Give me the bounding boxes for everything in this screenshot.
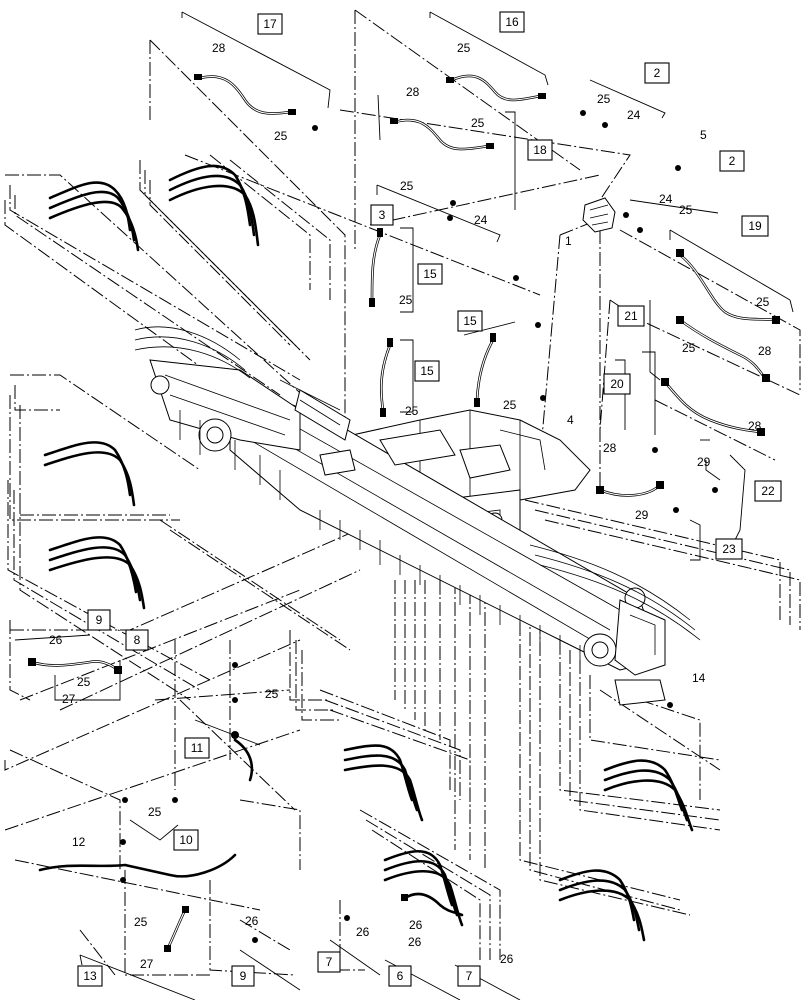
callouts: 28 25 25 28 25 24 25 25 24 5 1 24 25 25 … [49, 41, 772, 971]
svg-text:15: 15 [463, 314, 477, 328]
part-box: 10 [173, 829, 199, 851]
part-box: 18 [527, 139, 553, 161]
part-boxes: 17 16 2 18 3 15 15 15 2 19 21 20 22 23 9… [77, 11, 782, 987]
callout: 24 [474, 213, 488, 227]
callout: 27 [62, 692, 76, 706]
svg-text:3: 3 [379, 208, 386, 222]
svg-text:19: 19 [748, 219, 762, 233]
callout: 25 [457, 41, 471, 55]
svg-text:17: 17 [263, 17, 277, 31]
part-box: 9 [231, 965, 255, 987]
callout: 28 [603, 441, 617, 455]
callout: 26 [500, 952, 514, 966]
part-box: 11 [184, 737, 210, 759]
svg-text:2: 2 [654, 66, 661, 80]
part-box: 17 [257, 13, 283, 35]
leader-lines [14, 11, 794, 1000]
callout: 25 [148, 805, 162, 819]
part-box: 15 [457, 310, 483, 332]
callout: 28 [406, 85, 420, 99]
toolbar-frame [134, 326, 701, 706]
callout: 14 [692, 671, 706, 685]
callout: 25 [134, 915, 148, 929]
callout: 29 [697, 455, 711, 469]
svg-text:10: 10 [179, 833, 193, 847]
callout: 25 [756, 295, 770, 309]
part-box: 20 [603, 373, 631, 395]
part-box: 19 [741, 215, 769, 237]
callout: 28 [212, 41, 226, 55]
part-box: 7 [457, 965, 481, 987]
part-box: 3 [370, 204, 394, 226]
callout: 26 [408, 935, 422, 949]
part-box: 23 [715, 538, 743, 560]
callout: 5 [700, 128, 707, 142]
callout: 25 [597, 92, 611, 106]
callout: 26 [245, 914, 259, 928]
part-box: 21 [617, 305, 645, 327]
fittings [28, 74, 780, 952]
callout: 26 [409, 918, 423, 932]
callout: 27 [140, 957, 154, 971]
svg-text:16: 16 [505, 15, 519, 29]
svg-text:7: 7 [466, 969, 473, 983]
callout: 28 [758, 344, 772, 358]
part-box: 13 [77, 965, 103, 987]
callout: 25 [405, 404, 419, 418]
svg-text:20: 20 [610, 377, 624, 391]
svg-text:15: 15 [423, 267, 437, 281]
svg-text:21: 21 [624, 309, 638, 323]
part-box: 7 [317, 951, 341, 973]
part-box: 16 [499, 11, 525, 33]
svg-text:18: 18 [533, 143, 547, 157]
callout: 28 [748, 419, 762, 433]
svg-text:7: 7 [326, 955, 333, 969]
svg-text:2: 2 [729, 154, 736, 168]
callout: 25 [471, 116, 485, 130]
svg-text:9: 9 [240, 969, 247, 983]
svg-text:6: 6 [397, 969, 404, 983]
part-box: 2 [719, 150, 745, 172]
svg-text:22: 22 [761, 484, 775, 498]
svg-text:15: 15 [420, 364, 434, 378]
callout: 26 [49, 633, 63, 647]
callout: 4 [567, 413, 574, 427]
part-box: 15 [417, 263, 443, 285]
svg-text:8: 8 [134, 633, 141, 647]
part-box: 15 [414, 360, 440, 382]
svg-text:11: 11 [191, 741, 204, 755]
callout: 24 [627, 108, 641, 122]
callout: 25 [400, 179, 414, 193]
callout: 25 [274, 129, 288, 143]
callout: 25 [679, 203, 693, 217]
callout: 24 [659, 192, 673, 206]
callout: 26 [356, 925, 370, 939]
part-box: 9 [87, 609, 111, 631]
svg-text:13: 13 [83, 969, 97, 983]
part-box: 8 [125, 629, 149, 651]
part-box: 6 [388, 965, 412, 987]
part-box: 2 [644, 62, 670, 84]
callout: 12 [72, 835, 86, 849]
callout: 29 [635, 508, 649, 522]
part-box: 22 [754, 480, 782, 502]
callout: 1 [565, 234, 572, 248]
svg-text:23: 23 [722, 542, 736, 556]
svg-text:9: 9 [96, 613, 103, 627]
callout: 25 [399, 293, 413, 307]
callout: 25 [682, 341, 696, 355]
callout: 25 [265, 687, 279, 701]
callout: 25 [77, 675, 91, 689]
callout: 25 [503, 398, 517, 412]
